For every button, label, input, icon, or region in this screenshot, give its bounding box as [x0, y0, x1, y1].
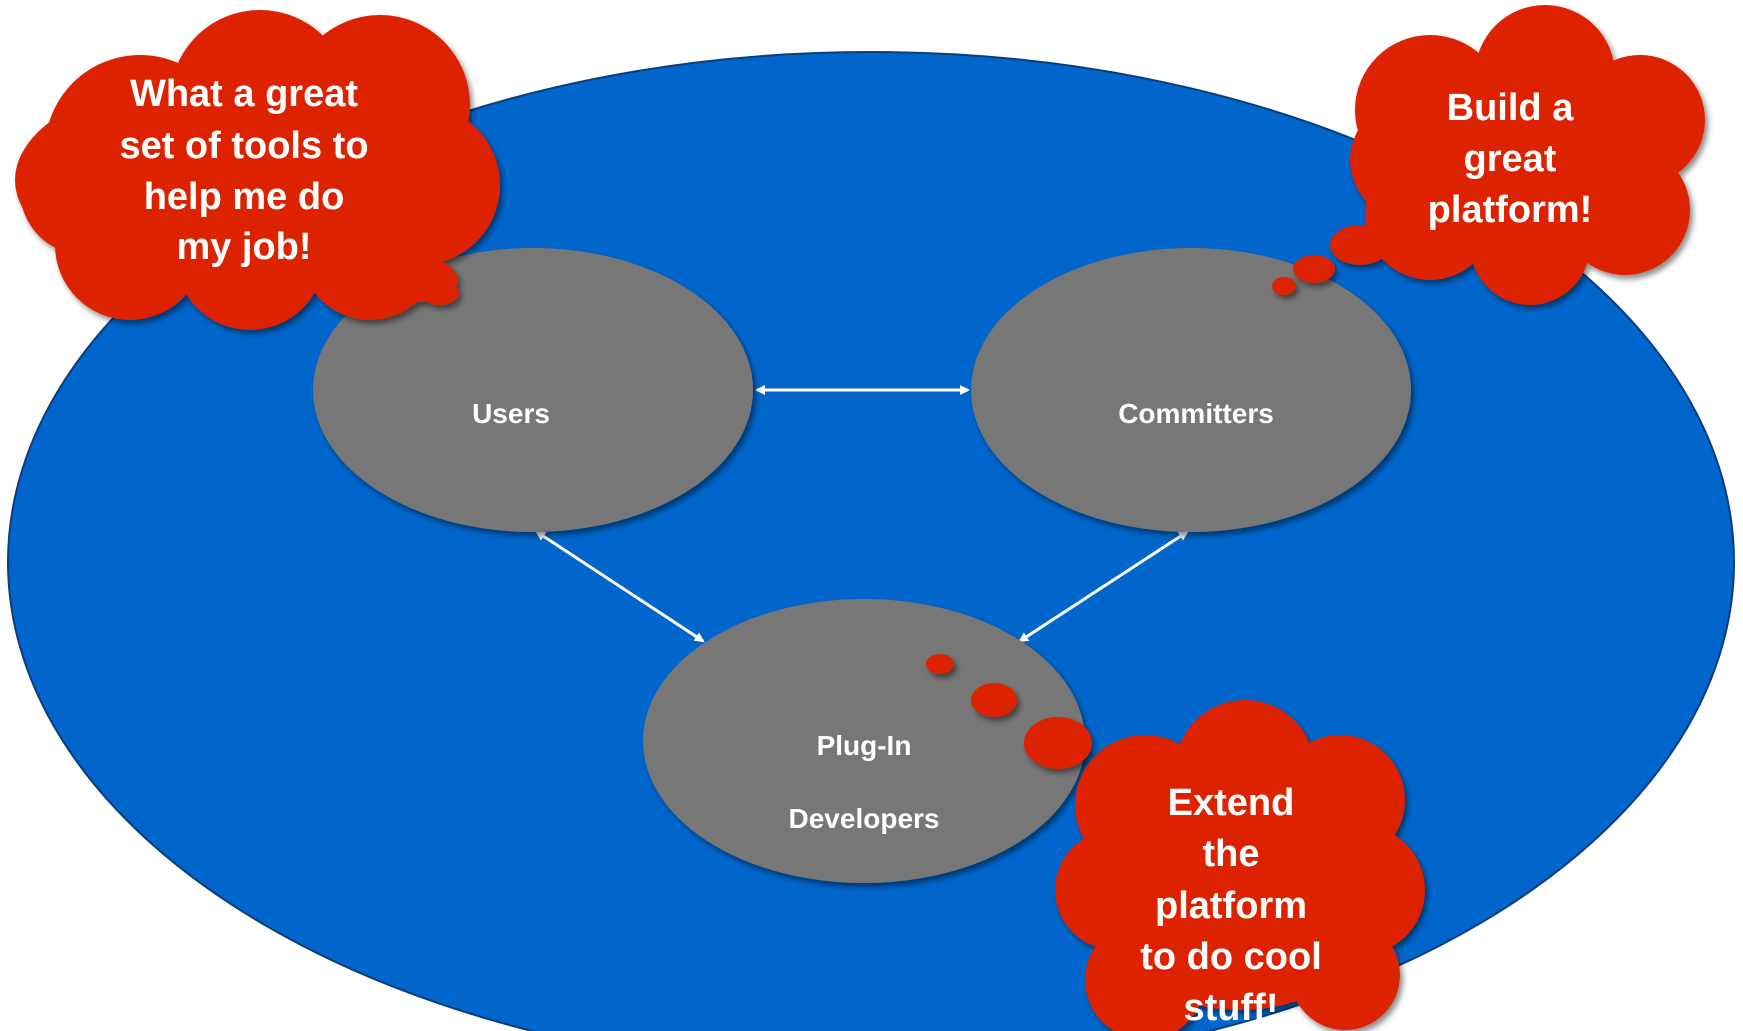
bubble-users-line2: set of tools to — [119, 125, 368, 167]
bubble-users-line1: What a great — [130, 73, 358, 115]
node-committers-label: Committers — [1118, 398, 1274, 429]
node-users-label: Users — [472, 398, 550, 429]
thought-bubble-users — [15, 10, 500, 330]
node-users: Users — [313, 248, 753, 532]
thought-bubble-plugin — [926, 654, 1425, 1031]
arrow-users-plugin — [535, 530, 705, 643]
bubble-committers-line2: great — [1464, 138, 1557, 180]
bubble-users-line4: my job! — [176, 226, 311, 268]
node-plugin-label-line1: Plug-In — [817, 730, 912, 761]
bubble-plugin-line4: to do cool — [1140, 936, 1322, 978]
bubble-plugin-line5: stuff! — [1184, 987, 1279, 1029]
node-plugin-label-line2: Developers — [789, 803, 940, 834]
arrow-committers-plugin — [1018, 530, 1189, 643]
bubble-committers-line1: Build a — [1447, 87, 1575, 129]
bubble-plugin-line2: the — [1203, 833, 1260, 875]
bubble-plugin-line3: platform — [1155, 885, 1307, 927]
bubble-plugin-line1: Extend — [1168, 782, 1295, 824]
bubble-users-line3: help me do — [144, 176, 345, 218]
node-plugin-developers: Plug-In Developers — [643, 599, 1085, 883]
bubble-committers-line3: platform! — [1428, 189, 1593, 231]
node-committers: Committers — [971, 248, 1411, 532]
thought-bubble-committers — [1272, 5, 1705, 305]
